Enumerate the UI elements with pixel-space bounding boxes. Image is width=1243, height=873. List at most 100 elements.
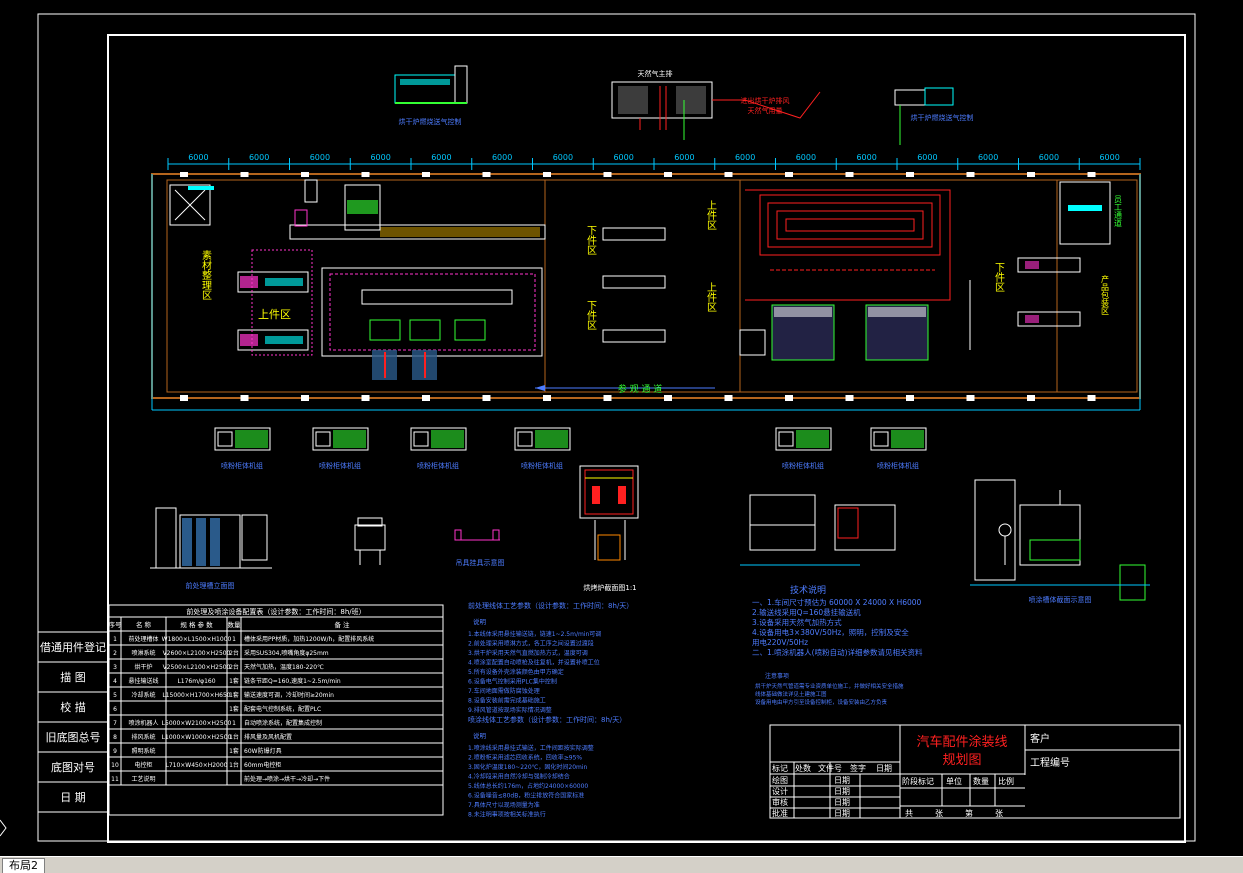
column-marker [180, 395, 188, 401]
table-cell: 1套 [229, 705, 239, 713]
table-cell: 工艺说明 [131, 775, 155, 783]
caption-right-detail: 喷涂槽体截面示意图 [1029, 595, 1092, 604]
dimension-label: 6000 [492, 153, 512, 162]
notes-line: 1.喷涂线采用悬挂式输送，工件间距按实际调整 [468, 744, 594, 752]
table-cell: 60mm电控柜 [244, 761, 281, 769]
equipment-table-title: 前处理及喷涂设备配置表（设计参数：工作时间：8h/班） [186, 607, 365, 616]
column-marker [482, 172, 491, 177]
dimension-label: 6000 [917, 153, 937, 162]
dimension-label: 6000 [735, 153, 755, 162]
table-cell: 照明系统 [131, 747, 155, 755]
table-cell: 自动喷涂系统，配置集成控制 [244, 719, 322, 727]
zone-material: 素材整理区 [200, 249, 212, 300]
zone-unload-2: 下件区 [585, 300, 597, 330]
notes-line: 2.前处理采用喷淋方式，各工序之间设置过渡段 [468, 640, 594, 648]
column-marker [785, 395, 793, 401]
spray-booth-elevation: 喷粉柜体机组 [514, 427, 571, 470]
notes-line: 8.未注明事项按相关标准执行 [468, 811, 546, 819]
top-left-label: 烘干炉燃烧送气控制 [399, 117, 462, 126]
column-marker [724, 172, 733, 177]
table-cell: 排风系统 [131, 733, 155, 741]
notes-line: 8.设备安装前需完成基础施工 [468, 697, 546, 705]
dimension-label: 6000 [674, 153, 694, 162]
notes-line: 7.具体尺寸以现场测量为准 [468, 801, 540, 809]
table-cell: 10 [111, 762, 119, 769]
notes-title: 喷涂线体工艺参数（设计参数：工作时间：8h/天） [468, 715, 626, 724]
column-marker [906, 172, 914, 177]
column-marker [785, 172, 793, 177]
table-cell: 7 [113, 720, 117, 727]
table-cell: 采用SUS304,喷嘴角度φ25mm [244, 649, 329, 657]
table-cell: 1台 [229, 761, 239, 769]
tech-notes-line: 一、1.车间尺寸预估为 60000 X 24000 X H6000 [752, 597, 922, 607]
project-no-label: 工程编号 [1030, 756, 1070, 769]
table-cell: 喷涂机器人 [128, 719, 158, 727]
caption-elevation-left: 前处理槽立面图 [186, 581, 235, 590]
notes-line: 7.车间地面需做防腐蚀处理 [468, 687, 540, 695]
notes-line: 1.本线体采用悬挂输送链，链速1~2.5m/min可调 [468, 630, 601, 638]
notes-line: 6.设备电气控制采用PLC集中控制 [468, 678, 557, 686]
zone-unload-1: 下件区 [585, 225, 597, 255]
layout-tab[interactable]: 布局2 [2, 858, 45, 873]
table-cell: 3 [113, 664, 117, 671]
column-marker [724, 395, 733, 401]
date-label: 日期 [834, 776, 850, 785]
table-cell: 6 [113, 706, 117, 713]
tech-notes-extra-line: 线体基础做法详见土建施工图 [755, 690, 827, 698]
table-cell: W1800×L1500×H1000 [162, 636, 232, 643]
table-cell: 1套 [229, 691, 239, 699]
sign-row-label: 审核 [772, 797, 788, 807]
table-cell: L176m/φ160 [177, 678, 215, 685]
column-marker [1087, 395, 1096, 401]
table-cell: 1 [113, 636, 117, 643]
column-marker [543, 395, 551, 401]
column-marker [543, 172, 551, 177]
equipment-caption: 喷粉柜体机组 [319, 461, 361, 470]
sign-row-label: 绘图 [772, 775, 788, 785]
mark-label: 处数 [795, 763, 811, 773]
notes-block-1: 前处理线体工艺参数（设计参数：工作时间：8h/天）说明1.本线体采用悬挂输送链，… [468, 601, 633, 714]
top-equipment-right: 烘干炉燃烧送气控制 [894, 87, 974, 145]
dimension-label: 6000 [431, 153, 451, 162]
detail-oven-section: 烘烤炉截面图1:1 [579, 465, 639, 592]
left-label-0: 借通用件登记 [40, 640, 106, 654]
column-marker [664, 172, 672, 177]
sheet-label: 张 [935, 809, 943, 818]
spray-booth-elevation: 喷粉柜体机组 [870, 427, 927, 470]
table-cell: L15000×H1700×H650 [162, 692, 230, 699]
title-line-2: 规划图 [942, 753, 981, 768]
zone-unload-right: 下件区 [993, 262, 1005, 292]
table-cell: 4 [113, 678, 117, 685]
top-equipment-left: 烘干炉燃烧送气控制 [394, 65, 468, 126]
column-marker [240, 395, 249, 401]
table-cell: 天然气加热，温度180-220℃ [244, 663, 324, 671]
stage-label: 比例 [998, 776, 1014, 786]
column-marker [240, 172, 249, 177]
detail-elevation-left: 前处理槽立面图 [150, 507, 272, 590]
table-cell: 1套 [229, 677, 239, 685]
caption-oven-section: 烘烤炉截面图1:1 [583, 583, 636, 592]
detail-mid-right [740, 494, 896, 566]
table-header-cell: 序号 [109, 620, 123, 629]
dimension-label: 6000 [188, 153, 208, 162]
mark-label: 签字 [850, 763, 866, 773]
stage-label: 阶段标记 [902, 776, 934, 786]
table-cell: L1000×W1000×H2500 [162, 734, 232, 741]
stage-label: 单位 [946, 776, 962, 786]
dimension-label: 6000 [613, 153, 633, 162]
left-label-2: 校 描 [60, 700, 86, 714]
sheet-label: 张 [995, 809, 1003, 818]
column-marker [361, 395, 370, 401]
tech-notes-line: 4.设备用电3×380V/50Hz，照明，控制及安全 [752, 627, 909, 637]
column-marker [422, 172, 430, 177]
dimension-label: 6000 [553, 153, 573, 162]
detail-right-section: 喷涂槽体截面示意图 [970, 479, 1150, 604]
client-label: 客户 [1030, 732, 1050, 745]
left-revision-column: 借通用件登记 描 图 校 描 旧底图总号 底图对号 日 期 [37, 631, 109, 813]
left-label-4: 底图对号 [51, 760, 95, 774]
column-marker [966, 172, 975, 177]
column-marker [301, 395, 309, 401]
table-cell: 1套 [229, 747, 239, 755]
notes-line: 9.排风管道按现场实际情况调整 [468, 706, 552, 714]
